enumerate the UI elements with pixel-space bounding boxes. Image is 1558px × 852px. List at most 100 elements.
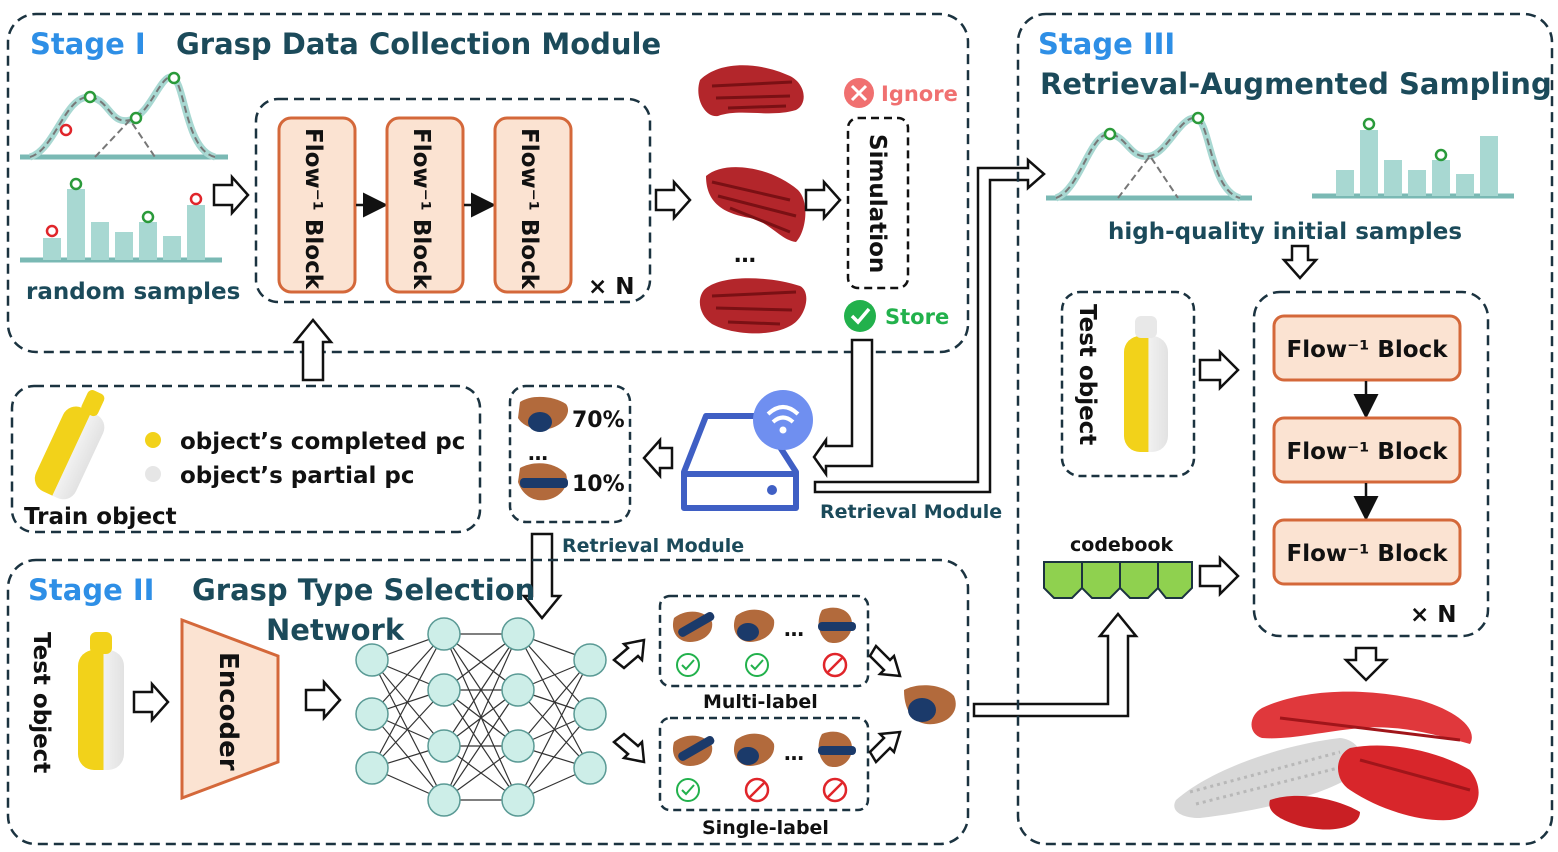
random-samples-label: random samples	[26, 279, 240, 305]
hollow-arrow-icon	[612, 732, 646, 764]
hand-grasp-icon	[518, 463, 568, 501]
store-check-icon	[844, 300, 876, 332]
check-icon	[676, 653, 700, 677]
ignore-label: Ignore	[881, 82, 958, 106]
red-hand-grasp-icon	[698, 65, 804, 117]
svg-text:…: …	[528, 441, 548, 465]
stage2-title-line1: Grasp Type Selection	[192, 573, 535, 607]
train-object-label: Train object	[24, 504, 177, 530]
retrieval-results-panel: 70% … 10%	[508, 384, 632, 524]
check-icon	[745, 653, 769, 677]
svg-text:Flow⁻¹ Block: Flow⁻¹ Block	[300, 128, 326, 290]
test-bottle-icon	[78, 632, 124, 770]
multi-label-panel: …	[658, 594, 870, 688]
flow-group-stage3	[1252, 290, 1490, 638]
hollow-arrow-icon	[1198, 554, 1240, 598]
stage1-label: Stage I	[30, 27, 146, 61]
svg-text:Flow⁻¹ Block: Flow⁻¹ Block	[1286, 439, 1448, 465]
hollow-arrow-icon	[212, 173, 250, 217]
single-label-caption: Single-label	[702, 817, 829, 839]
high-quality-histogram-icon	[1312, 117, 1514, 199]
hollow-arrow-icon	[132, 680, 170, 724]
forbidden-icon	[744, 777, 770, 803]
train-object-panel: object’s completed pc object’s partial p…	[10, 384, 482, 534]
hollow-arrow-icon	[612, 638, 646, 670]
hollow-arrow-icon	[304, 678, 342, 722]
stage2-title-line2: Network	[266, 613, 405, 647]
stage1-panel: Stage I Grasp Data Collection Module	[6, 12, 970, 354]
single-label-panel: …	[658, 716, 870, 812]
hand-grasp-icon	[518, 396, 569, 432]
simulation-box	[846, 116, 910, 290]
partial-pc-label: object’s partial pc	[180, 463, 415, 489]
retrieval-pct-high: 70%	[572, 408, 625, 433]
database-wifi-icon	[681, 390, 813, 511]
hand-grasp-icon	[672, 611, 715, 642]
hollow-arrow-icon	[804, 178, 842, 222]
stage1-title: Grasp Data Collection Module	[176, 27, 661, 61]
codebook-icon	[1043, 561, 1193, 599]
flow-group-stage1	[254, 97, 652, 304]
flow-block-s1-2: Flow⁻¹ Block	[385, 116, 465, 294]
flow-block-s1-3: Flow⁻¹ Block	[493, 116, 573, 294]
stage2-label: Stage II	[28, 573, 154, 607]
hollow-arrow-icon	[642, 436, 674, 480]
store-to-database-arrow	[812, 338, 874, 478]
forbidden-icon	[822, 777, 848, 803]
times-n-stage3: × N	[1410, 602, 1457, 628]
hand-grasp-icon	[733, 733, 775, 766]
hollow-down-arrow-icon	[521, 532, 563, 620]
retrieval-to-stage3-arrow	[813, 157, 1046, 494]
bottle-pointcloud-icon	[34, 390, 105, 500]
hand-grasp-icon	[733, 609, 775, 642]
codebook-label: codebook	[1070, 534, 1174, 556]
stage2-panel: Stage II Grasp Type Selection Network Te…	[6, 558, 970, 846]
red-hand-grasp-icon	[699, 278, 807, 334]
hollow-up-arrow-icon	[292, 318, 334, 382]
flow-block-s1-1: Flow⁻¹ Block	[277, 116, 357, 294]
flow-block-s3-1: Flow⁻¹ Block	[1272, 314, 1462, 382]
stage3-title: Retrieval-Augmented Sampling	[1040, 67, 1552, 101]
high-quality-distribution-icon	[1046, 111, 1252, 202]
final-grasp-result-icon	[1174, 691, 1479, 830]
hollow-down-arrow-icon	[1281, 244, 1319, 280]
simulation-label: Simulation	[864, 134, 890, 273]
completed-pc-label: object’s completed pc	[180, 429, 465, 455]
hollow-arrow-icon	[654, 178, 692, 222]
times-n-stage1: × N	[588, 274, 635, 300]
check-icon	[676, 778, 700, 802]
forbidden-icon	[822, 652, 848, 678]
hands-ellipsis: …	[734, 243, 756, 268]
stage2-to-codebook-arrow	[972, 612, 1139, 718]
stage3-label: Stage III	[1038, 27, 1175, 61]
hollow-arrow-icon	[868, 643, 902, 678]
hollow-down-arrow-icon	[1342, 646, 1390, 682]
store-label: Store	[885, 305, 949, 329]
retrieval-module-label-1: Retrieval Module	[820, 501, 1002, 523]
flow-block-s3-3: Flow⁻¹ Block	[1272, 518, 1462, 586]
svg-text:…: …	[784, 741, 804, 765]
random-distribution-icon	[20, 71, 228, 161]
retrieval-module-label-2: Retrieval Module	[562, 535, 744, 557]
hand-grasp-icon	[672, 735, 715, 766]
high-quality-samples-label: high-quality initial samples	[1108, 219, 1462, 245]
red-hand-grasp-icon	[706, 167, 806, 242]
svg-text:Flow⁻¹ Block: Flow⁻¹ Block	[408, 128, 434, 290]
stage3-panel: Stage III Retrieval-Augmented Sampling h…	[1016, 12, 1554, 846]
ignore-icon	[844, 78, 874, 108]
stage2-test-object-label: Test object	[28, 632, 54, 773]
completed-pc-dot	[145, 432, 161, 448]
selected-grasp-icon	[904, 685, 956, 725]
hollow-arrow-icon	[868, 730, 902, 765]
hand-grasp-icon	[818, 607, 856, 644]
neural-network-icon	[355, 617, 607, 817]
stage3-test-object-panel: Test object	[1060, 290, 1196, 478]
svg-text:…: …	[784, 617, 804, 641]
hollow-arrow-icon	[1198, 348, 1240, 392]
svg-text:Test object: Test object	[1074, 304, 1100, 445]
flow-block-s3-2: Flow⁻¹ Block	[1272, 416, 1462, 484]
random-histogram-icon	[20, 177, 222, 263]
partial-pc-dot	[145, 466, 161, 482]
svg-text:Flow⁻¹ Block: Flow⁻¹ Block	[1286, 541, 1448, 567]
